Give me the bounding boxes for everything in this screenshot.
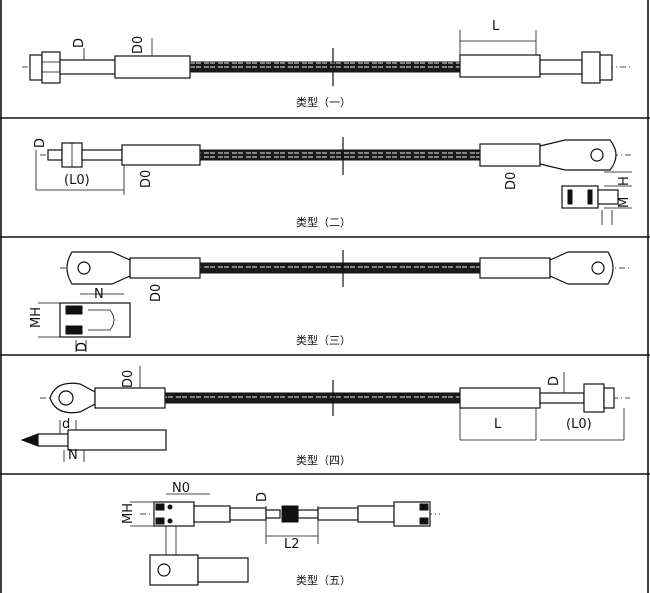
type-2-label-m: M (617, 197, 632, 208)
type-4-label-l0: (L0) (566, 417, 592, 432)
type-5-panel: MH N0 D L2 类型（五） (121, 481, 440, 587)
type-5-label-l2: L2 (284, 537, 300, 552)
type-3-label-n: N (94, 287, 104, 302)
type-2-label-d0-left: D0 (139, 170, 154, 188)
type-1-label-d0: D0 (131, 36, 146, 54)
type-3-label-d: D (75, 342, 90, 352)
type-4-label-l: L (494, 417, 502, 432)
type-4-label-d: D (547, 376, 562, 386)
type-4-label-d0: D0 (121, 370, 136, 388)
type-4-label-d-small: d (62, 417, 70, 432)
type-4-caption: 类型（四） (296, 453, 351, 467)
type-4-label-n: N (68, 448, 78, 463)
type-3-panel: MH N D0 D 类型（三） (29, 250, 632, 352)
type-2-panel: D (L0) D0 D0 H M 类型（二） (33, 137, 632, 229)
type-1-label-l: L (492, 19, 500, 34)
type-2-label-d: D (33, 138, 48, 148)
type-5-caption: 类型（五） (296, 573, 351, 587)
type-1-label-d: D (72, 38, 87, 48)
type-5-label-n0: N0 (172, 481, 190, 496)
type-3-caption: 类型（三） (296, 333, 351, 347)
type-2-caption: 类型（二） (296, 215, 351, 229)
type-5-label-mh: MH (121, 503, 136, 524)
type-2-label-d0-right: D0 (504, 172, 519, 190)
type-1-panel: D D0 L 类型（一） (22, 19, 630, 109)
type-5-label-d: D (255, 492, 270, 502)
type-2-label-h: H (617, 176, 632, 186)
type-2-label-l0: (L0) (64, 173, 90, 188)
type-3-label-mh: MH (29, 307, 44, 328)
type-4-panel: D0 D d N L (L0) 类型（四） (20, 366, 630, 467)
type-3-label-d0: D0 (149, 284, 164, 302)
type-1-caption: 类型（一） (296, 95, 351, 109)
